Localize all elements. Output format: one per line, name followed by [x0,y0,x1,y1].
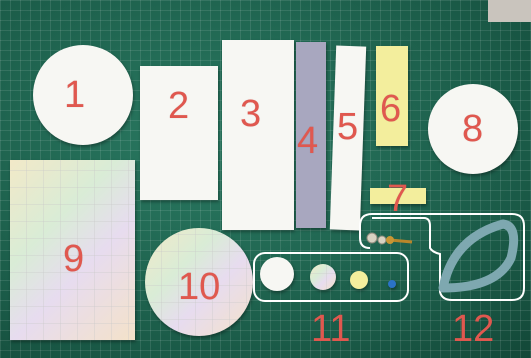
piece-12-blue-ribbon-loop [433,218,523,298]
brad-fasteners-icon [362,228,422,252]
number-label-12: 12 [452,310,494,348]
